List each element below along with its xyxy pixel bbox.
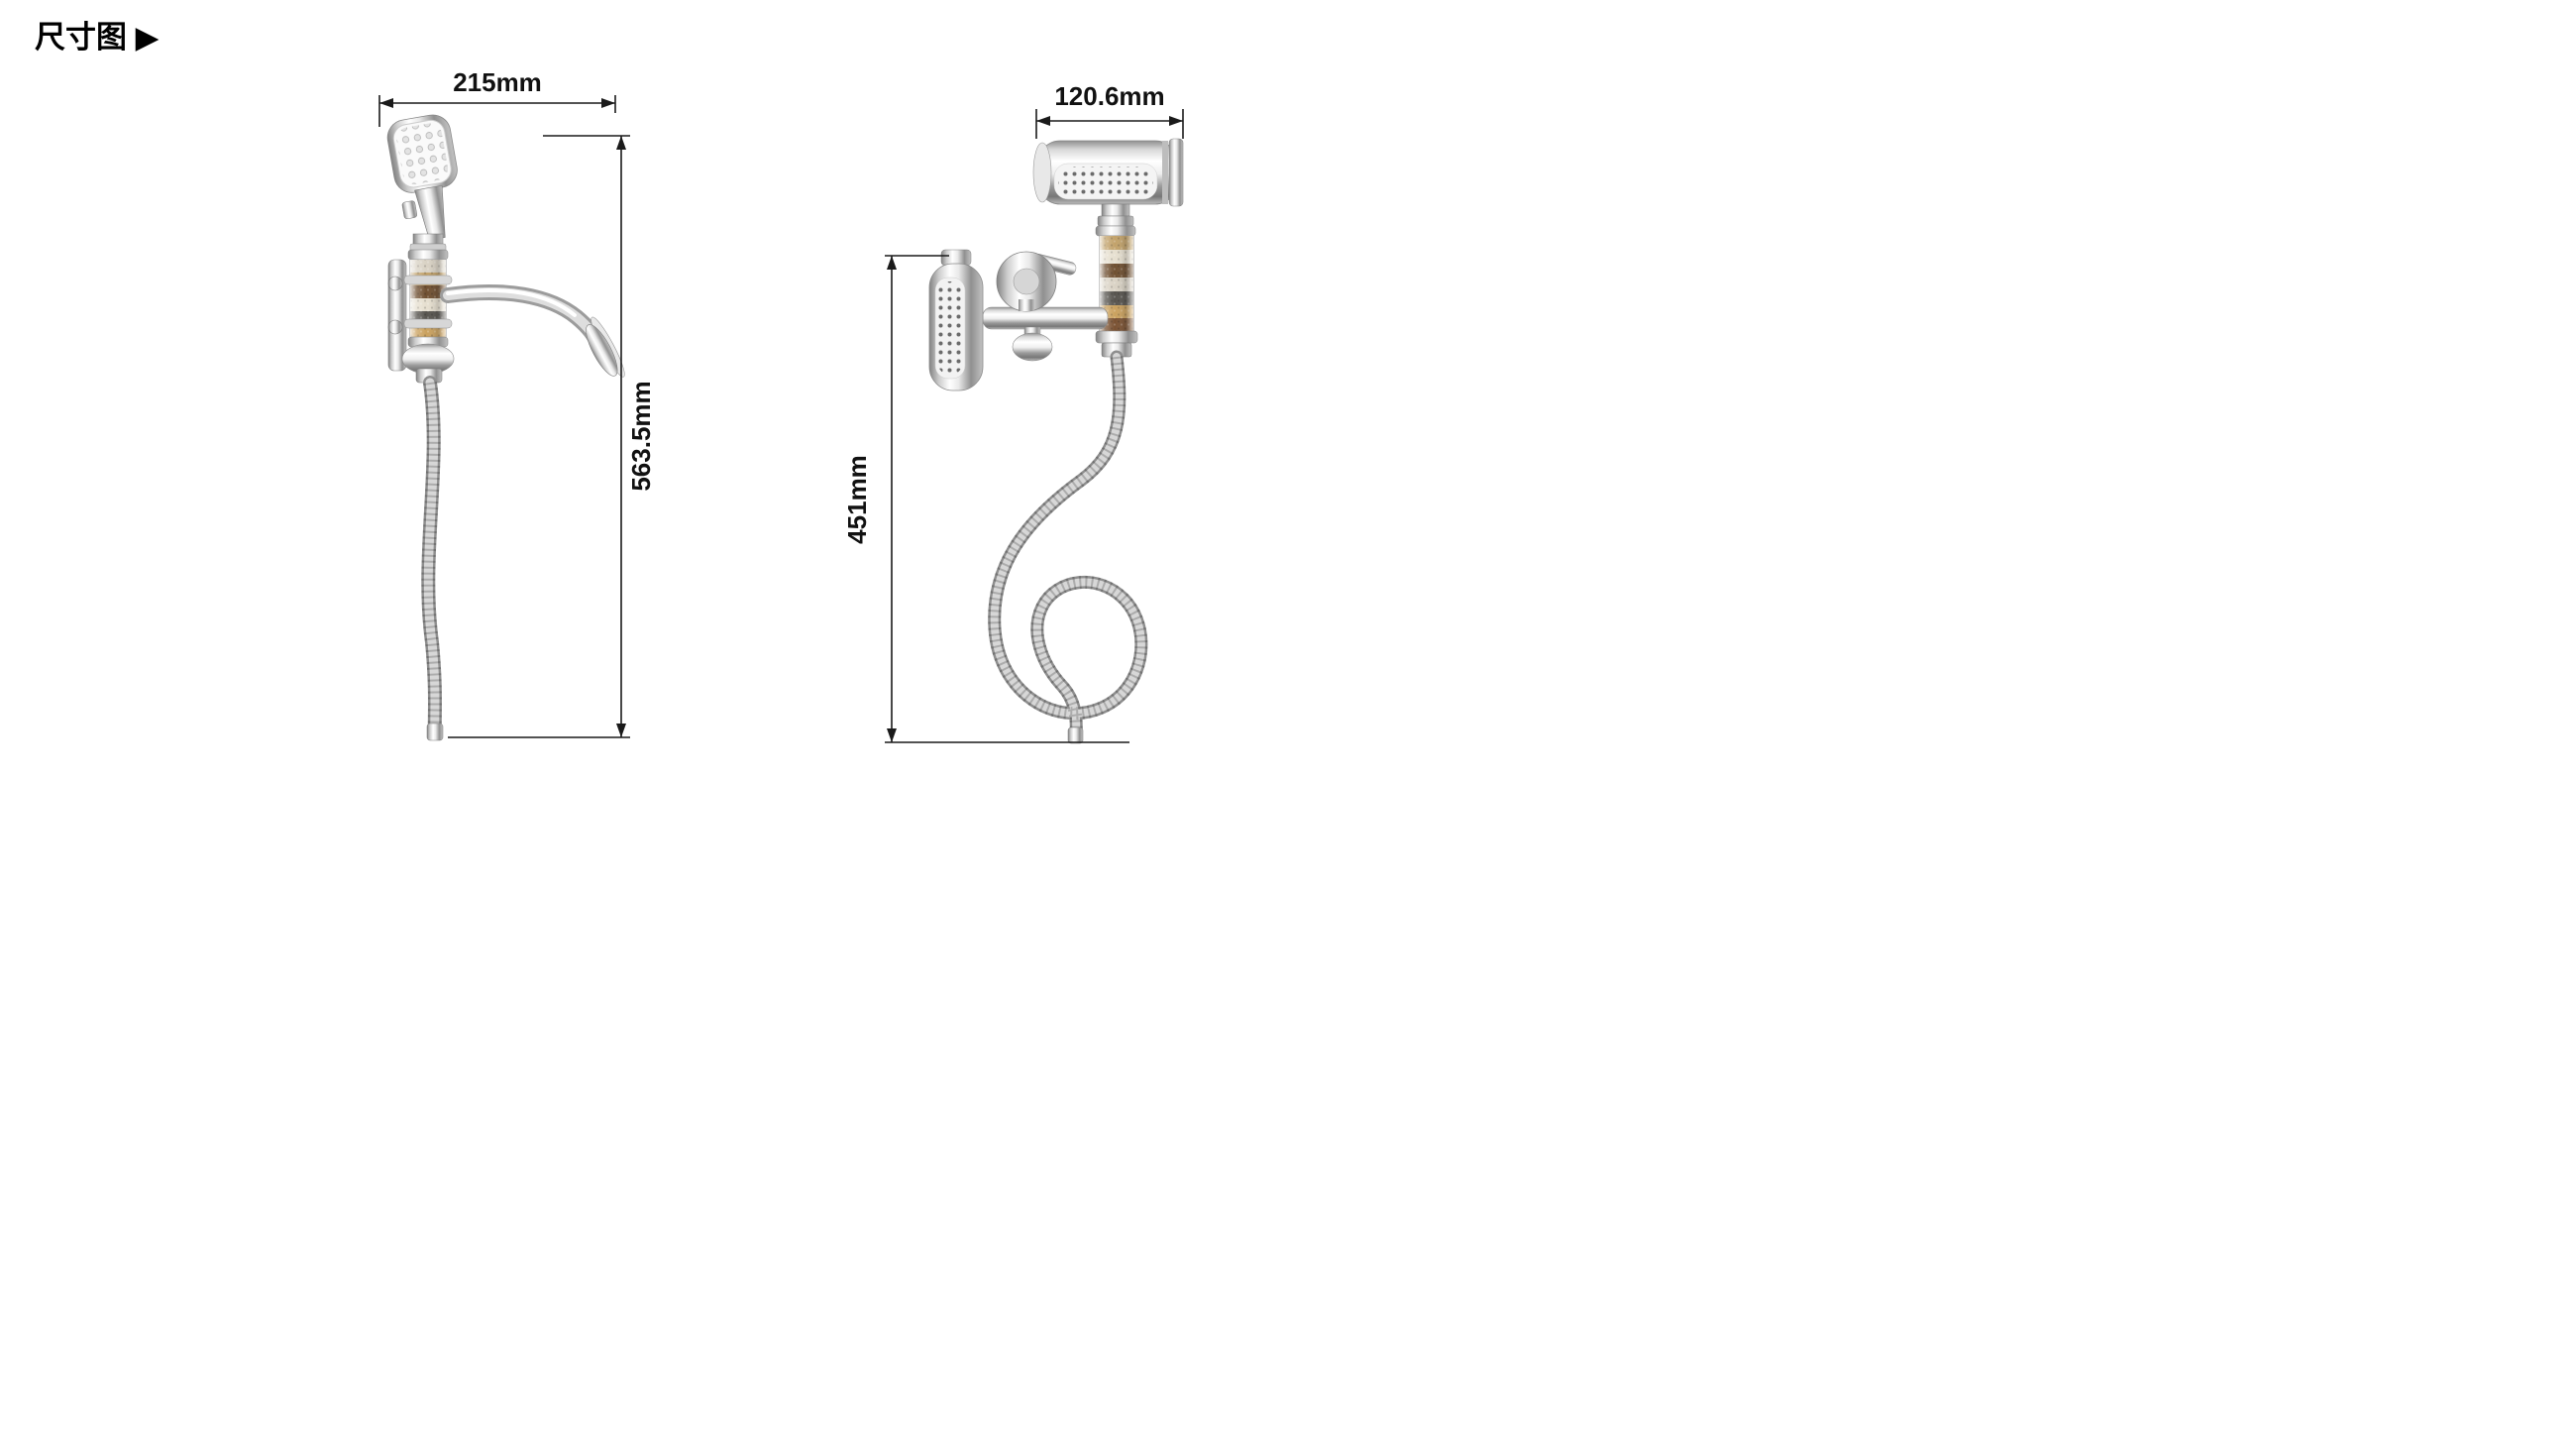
valve-body	[982, 251, 1109, 362]
handle-side-button	[401, 200, 418, 220]
arrow-left	[1036, 116, 1050, 126]
left-width-dimension	[378, 95, 616, 127]
hose-end-nut	[426, 723, 444, 741]
clamp-band-bottom	[403, 318, 453, 329]
left-height-dimension	[448, 135, 630, 738]
side-shower-hose	[988, 350, 1148, 744]
shower-handle	[414, 184, 446, 241]
head-left-cap	[1032, 142, 1052, 203]
sprayer-wand	[928, 249, 984, 391]
spout-arm	[440, 283, 625, 378]
left-view: 215mm 563.5mm	[378, 67, 656, 741]
side-hose-end-nut	[1067, 726, 1084, 744]
head-right-cap	[1168, 138, 1184, 207]
diverter-bell-side	[1012, 332, 1053, 362]
bracket-screw-bottom	[387, 319, 403, 335]
crossbar-pipe	[982, 306, 1109, 330]
arrow-up	[616, 136, 626, 150]
arrow-down	[616, 724, 626, 737]
side-head-connector	[1095, 203, 1136, 237]
right-width-label: 120.6mm	[1054, 81, 1164, 111]
right-width-dimension	[1035, 109, 1184, 139]
arrow-left	[379, 98, 393, 108]
spout-flange	[586, 316, 625, 378]
right-height-label: 451mm	[842, 455, 872, 544]
left-width-label: 215mm	[453, 67, 542, 97]
right-height-dimension	[885, 255, 1129, 743]
arrow-right	[1169, 116, 1183, 126]
right-view: 120.6mm 451mm	[842, 81, 1184, 744]
bracket-screw-top	[387, 276, 403, 291]
handheld-shower-head	[386, 114, 458, 241]
arrow-down	[887, 728, 897, 742]
nozzle-face	[396, 123, 449, 184]
page-title: 尺寸图 ▶	[35, 20, 160, 55]
clamp-band-top	[403, 275, 453, 285]
head-connector	[409, 233, 447, 253]
left-height-label: 563.5mm	[626, 381, 656, 491]
side-shower-head	[1032, 138, 1184, 207]
arrow-up	[887, 256, 897, 270]
wall-bracket	[387, 259, 453, 372]
arrow-right	[601, 98, 615, 108]
side-filter-cartridge	[1095, 235, 1138, 358]
shower-hose	[421, 376, 444, 741]
